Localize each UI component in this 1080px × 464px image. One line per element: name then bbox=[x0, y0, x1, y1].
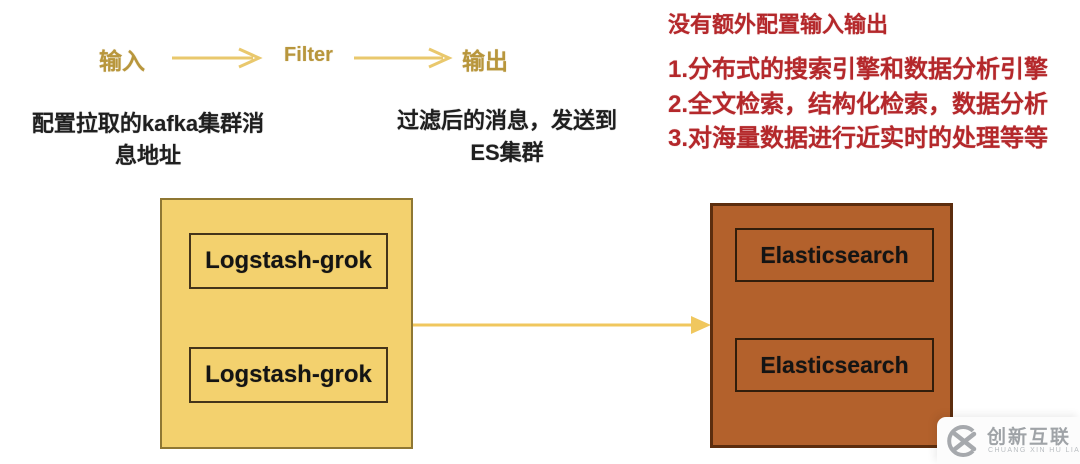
watermark-brand-text: 创新互联 bbox=[987, 427, 1072, 448]
red-panel-item-1: 1.分布式的搜索引擎和数据分析引擎 bbox=[668, 56, 1049, 83]
es-target-note-line1: 过滤后的消息，发送到 bbox=[396, 108, 617, 133]
elasticsearch-node-1-label: Elasticsearch bbox=[760, 241, 909, 268]
flow-filter-label: Filter bbox=[284, 44, 333, 66]
es-target-note-line2: ES集群 bbox=[470, 140, 544, 165]
watermark-badge: 创新互联 CHUANG XIN HU LIAN bbox=[937, 417, 1080, 464]
flow-output-label: 输出 bbox=[462, 48, 508, 74]
elasticsearch-cluster-box: Elasticsearch Elasticsearch bbox=[710, 203, 953, 448]
red-panel-title: 没有额外配置输入输出 bbox=[668, 12, 889, 37]
kafka-source-note-line1: 配置拉取的kafka集群消 bbox=[31, 111, 265, 136]
watermark-logo-icon bbox=[947, 425, 977, 457]
elasticsearch-node-2: Elasticsearch bbox=[735, 338, 934, 392]
logstash-cluster-box: Logstash-grok Logstash-grok bbox=[160, 198, 413, 449]
es-target-note: 过滤后的消息，发送到 ES集群 bbox=[372, 105, 642, 169]
flow-arrow-2-icon bbox=[354, 47, 453, 69]
flow-input-label: 输入 bbox=[99, 48, 145, 74]
logstash-node-1-label: Logstash-grok bbox=[205, 247, 372, 274]
kafka-source-note-line2: 息地址 bbox=[114, 143, 181, 168]
logstash-node-2: Logstash-grok bbox=[189, 347, 388, 403]
red-panel-item-2: 2.全文检索，结构化检索，数据分析 bbox=[668, 91, 1049, 118]
watermark-subtitle-text: CHUANG XIN HU LIAN bbox=[988, 447, 1080, 454]
flow-arrow-1-icon bbox=[172, 47, 263, 69]
cluster-connector-arrow-icon bbox=[413, 316, 711, 334]
elasticsearch-node-1: Elasticsearch bbox=[735, 228, 934, 282]
logstash-node-1: Logstash-grok bbox=[189, 233, 388, 289]
elasticsearch-node-2-label: Elasticsearch bbox=[760, 351, 909, 378]
kafka-source-note: 配置拉取的kafka集群消 息地址 bbox=[5, 108, 291, 172]
logstash-node-2-label: Logstash-grok bbox=[205, 361, 372, 388]
red-panel-item-3: 3.对海量数据进行近实时的处理等等 bbox=[668, 125, 1049, 152]
